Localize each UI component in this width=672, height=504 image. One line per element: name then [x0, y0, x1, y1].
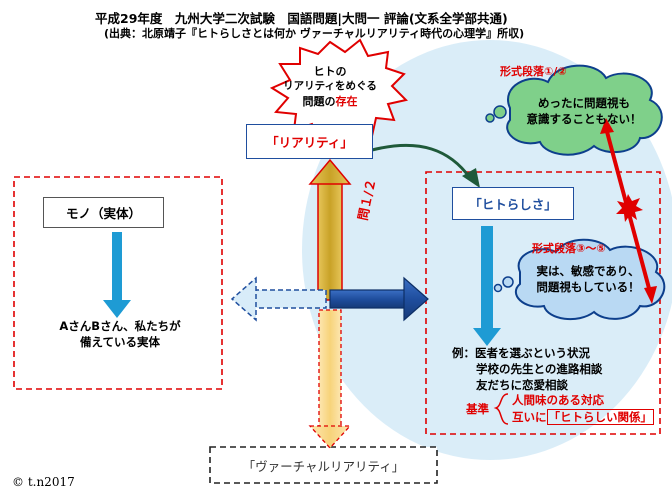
left-arrow-shaft	[253, 289, 327, 309]
cloud-blue-text: 実は、敏感であり、 問題視もしている！	[520, 263, 656, 295]
cloud-green-line-1: めったに問題視も	[538, 96, 630, 110]
mono-region	[13, 176, 223, 390]
example-1: 医者を選ぶという状況	[475, 346, 590, 360]
mono-down-arrow-head	[103, 300, 131, 318]
burst-line-1: ヒトの	[313, 65, 347, 78]
hitorashisa-label: 「ヒトらしさ」	[469, 197, 557, 212]
burst-line-2: リアリティをめぐる	[283, 80, 377, 92]
example-list: 例：医者を選ぶという状況 学校の先生との進路相談 友だちに恋愛相談	[452, 345, 602, 393]
gold-arrow-shaft	[317, 181, 343, 301]
mono-description-line-1: AさんBさん、私たちが	[59, 319, 181, 333]
criteria-bracket	[493, 393, 509, 425]
example-row-1: 例：医者を選ぶという状況	[452, 345, 602, 361]
cloud-blue-line-1: 実は、敏感であり、	[536, 264, 640, 278]
page-title: 平成29年度 九州大学二次試験 国語問題|大問一 評論(文系全学部共通)	[95, 11, 508, 26]
hito-down-arrow-shaft	[481, 226, 493, 332]
curve-arrow	[371, 143, 472, 179]
hitorashisa-box: 「ヒトらしさ」	[452, 187, 574, 220]
virtual-label-wrap: 「ヴァーチャルリアリティ」	[212, 449, 435, 481]
burst-text: ヒトの リアリティをめぐる 問題の存在	[282, 64, 378, 109]
criteria-label: 基準	[466, 402, 489, 416]
curve-arrow-head	[462, 168, 480, 188]
reality-box: 「リアリティ」	[246, 124, 373, 159]
cloud-green	[485, 64, 663, 156]
mono-label: モノ（実体）	[65, 206, 141, 221]
hito-down-arrow-head	[473, 328, 501, 346]
criteria-2-pre: 互いに	[512, 410, 547, 424]
criteria-row-2: 互いに「ヒトらしい関係」	[512, 409, 654, 426]
pale-arrow-head	[308, 425, 352, 449]
cloud-green-line-2: 意識することもない！	[526, 112, 642, 126]
para-1-2-label: 形式段落①/②	[500, 65, 567, 78]
example-prefix: 例：	[452, 346, 475, 360]
mono-description-line-2: 備えている実体	[80, 335, 160, 349]
copyright: © t.n2017	[12, 475, 75, 489]
red-connector-head-bottom	[644, 286, 657, 304]
burst-line-3-pre: 問題の	[302, 95, 336, 108]
mono-down-arrow-shaft	[112, 232, 122, 304]
example-2: 学校の先生との進路相談	[476, 362, 603, 376]
criteria-2-emph: 「ヒトらしい関係」	[546, 409, 654, 425]
pale-arrow-shaft	[318, 309, 342, 429]
gold-arrow-head	[308, 158, 352, 185]
left-arrow-head	[230, 276, 257, 322]
right-arrow-head	[403, 276, 429, 322]
cloud-green-text: めったに問題視も 意識することもない！	[514, 95, 654, 127]
source-citation: (出典：北原靖子『ヒトらしさとは何か ヴァーチャルリアリティ時代の心理学』所収)	[104, 27, 525, 40]
example-row-2: 学校の先生との進路相談	[452, 361, 602, 377]
reality-label: 「リアリティ」	[266, 135, 353, 150]
criteria-list: 人間味のある対応 互いに「ヒトらしい関係」	[512, 392, 654, 426]
virtual-box	[209, 446, 438, 484]
red-connector-head-top	[600, 118, 614, 134]
right-arrow-shaft	[329, 289, 407, 309]
mono-description: AさんBさん、私たちが 備えている実体	[50, 318, 190, 350]
burst-line-3-emph: 存在	[335, 95, 358, 108]
virtual-label: 「ヴァーチャルリアリティ」	[242, 458, 405, 474]
example-row-3: 友だちに恋愛相談	[452, 377, 602, 393]
hitorashisa-region	[425, 171, 661, 435]
cloud-blue	[493, 238, 666, 321]
example-3: 友だちに恋愛相談	[476, 378, 568, 392]
burst-line-3: 問題の存在	[282, 94, 378, 109]
mono-box: モノ（実体）	[43, 197, 164, 228]
para-3-5-label: 形式段落③〜⑤	[532, 242, 606, 255]
criteria-1: 人間味のある対応	[512, 393, 604, 407]
red-burst-mark	[616, 194, 643, 222]
cloud-blue-line-2: 問題視もしている！	[536, 280, 640, 294]
